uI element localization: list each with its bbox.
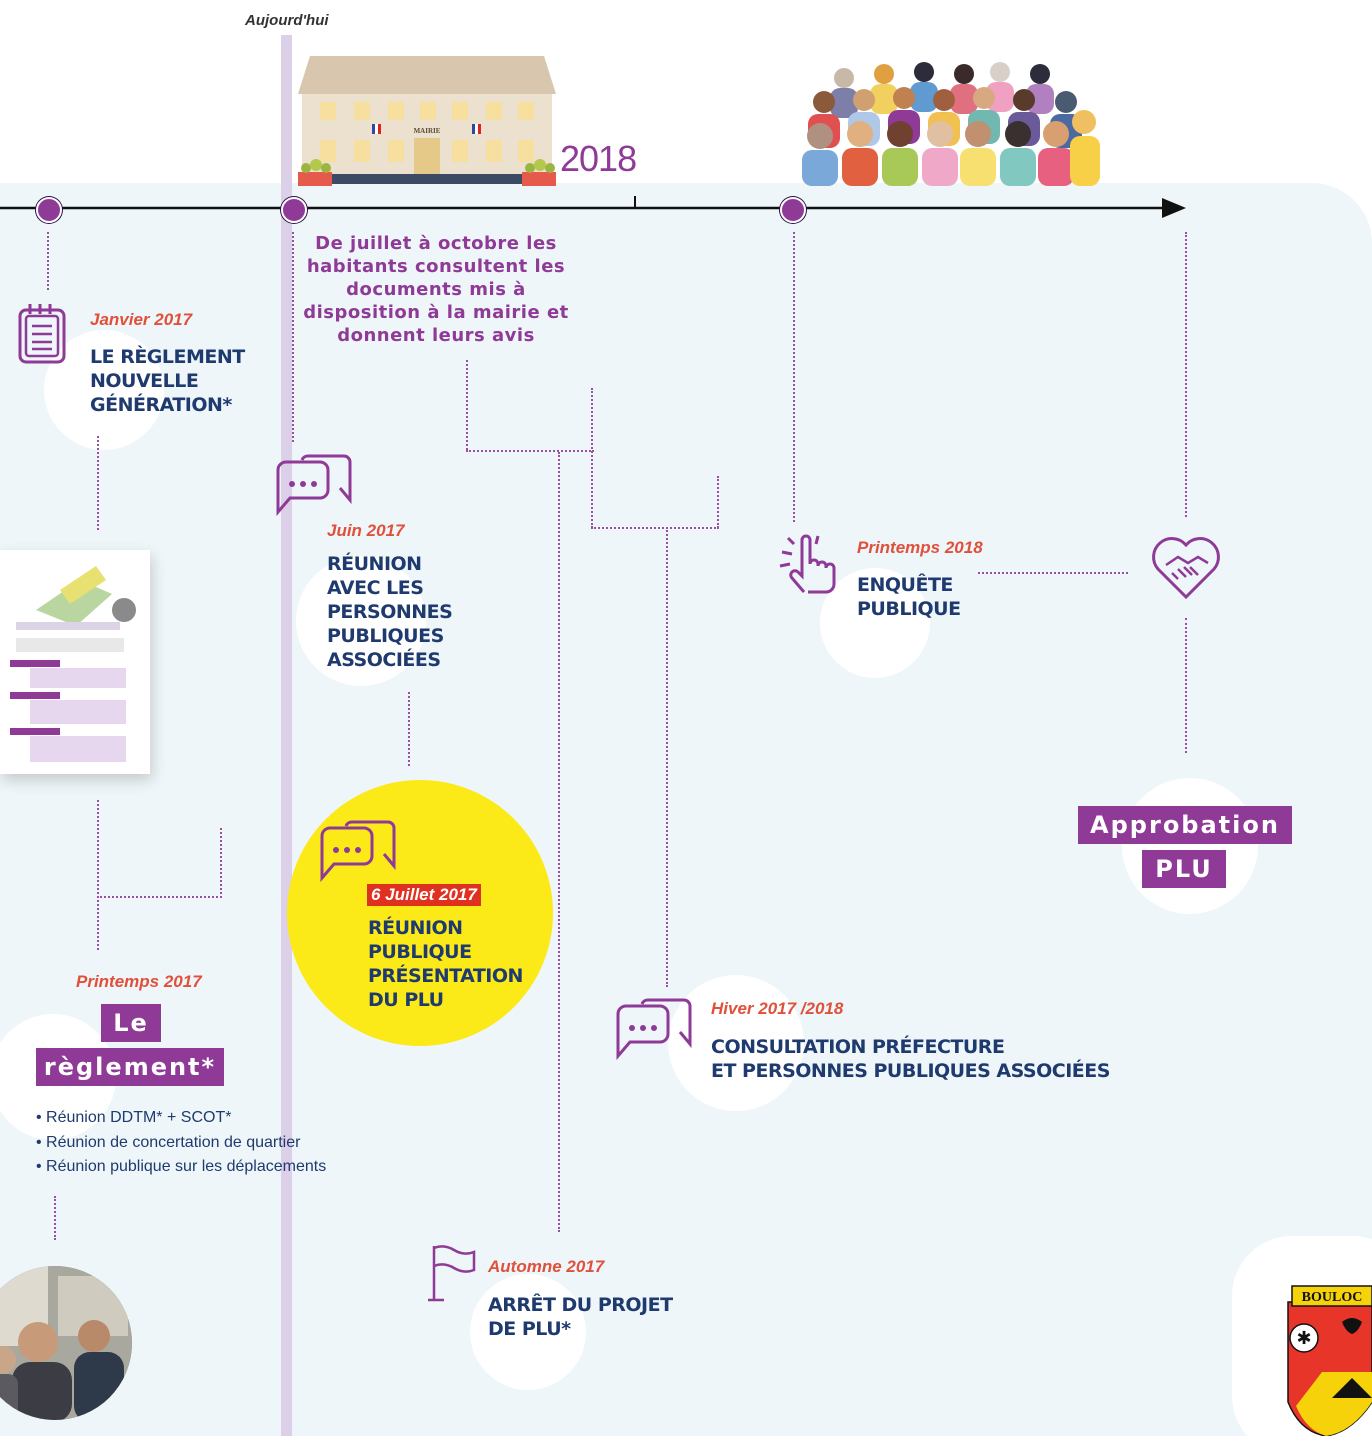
consultation-text: De juillet à octobre les habitants consu… <box>303 233 569 346</box>
connector <box>100 896 222 898</box>
list-item: Réunion DDTM* + SCOT* <box>36 1106 326 1131</box>
timeline-dot-today <box>281 197 307 223</box>
connector <box>97 436 99 530</box>
connector <box>54 1196 56 1240</box>
list-item: Réunion publique sur les déplacements <box>36 1155 326 1180</box>
connector <box>717 476 719 528</box>
connector <box>466 450 594 452</box>
approbation-tag: Approbation <box>1078 806 1292 844</box>
town-hall-illustration: MAIRIE <box>298 56 556 186</box>
connector <box>466 360 468 450</box>
event-title: CONSULTATION PRÉFECTURE ET PERSONNES PUB… <box>711 1036 1110 1082</box>
mairie-sign: MAIRIE <box>414 127 441 135</box>
list-item: Réunion de concertation de quartier <box>36 1131 326 1156</box>
bg-circle <box>296 556 426 686</box>
event-title: RÉUNION AVEC LES PERSONNES PUBLIQUES ASS… <box>327 553 453 671</box>
flag-icon <box>428 1245 476 1302</box>
year-label: 2018 <box>560 138 637 179</box>
bg-circle <box>1122 778 1258 914</box>
crowd-illustration <box>802 62 1100 186</box>
event-date: Automne 2017 <box>488 1257 605 1276</box>
crest-logo: BOULOC ✱ <box>1287 1285 1372 1436</box>
handshake-icon <box>1152 537 1220 600</box>
bg-circle <box>470 1274 586 1390</box>
connector <box>292 232 294 442</box>
event-date: Printemps 2018 <box>857 538 983 557</box>
tag-reglement: règlement* <box>36 1048 224 1086</box>
connector <box>408 692 410 766</box>
connector <box>978 572 1128 574</box>
connector <box>1185 618 1187 753</box>
raised-hand-icon <box>779 534 836 594</box>
event-date: Hiver 2017 /2018 <box>711 999 844 1018</box>
highlight-circle <box>287 780 553 1046</box>
chat-bubble-icon <box>320 820 396 882</box>
bg-circle <box>820 568 930 678</box>
connector <box>591 527 719 529</box>
svg-text:✱: ✱ <box>1296 1328 1311 1349</box>
event-date: Janvier 2017 <box>90 310 193 329</box>
plu-tag: PLU <box>1142 850 1226 888</box>
timeline-dot-janvier <box>36 197 62 223</box>
connector <box>220 828 222 898</box>
notepad-icon <box>18 304 66 364</box>
event-title: ARRÊT DU PROJET DE PLU* <box>488 1294 673 1340</box>
connector <box>558 452 560 1232</box>
tag-le: Le <box>101 1004 161 1042</box>
crest-text: BOULOC <box>1302 1290 1363 1305</box>
event-title: ENQUÊTE PUBLIQUE <box>857 574 961 620</box>
today-marker-band <box>281 35 292 1436</box>
event-date: Juin 2017 <box>327 521 405 540</box>
bullet-list: Réunion DDTM* + SCOT* Réunion de concert… <box>36 1106 326 1180</box>
event-date: Printemps 2017 <box>76 972 202 991</box>
event-date-badge: 6 Juillet 2017 <box>367 884 481 906</box>
connector <box>591 388 593 528</box>
connector <box>97 800 99 950</box>
connector <box>1185 232 1187 517</box>
connector <box>47 232 49 290</box>
event-title: RÉUNION PUBLIQUE PRÉSENTATION DU PLU <box>368 917 523 1011</box>
chat-bubble-icon <box>616 998 692 1060</box>
connector <box>793 232 795 522</box>
timeline-axis <box>0 196 1186 218</box>
event-title: LE RÈGLEMENT NOUVELLE GÉNÉRATION* <box>90 346 245 416</box>
timeline-dot-printemps-2018 <box>780 197 806 223</box>
connector <box>666 527 668 987</box>
regulation-document-image <box>0 550 150 774</box>
today-label: Aujourd'hui <box>245 12 329 29</box>
chat-bubble-icon <box>276 454 352 516</box>
